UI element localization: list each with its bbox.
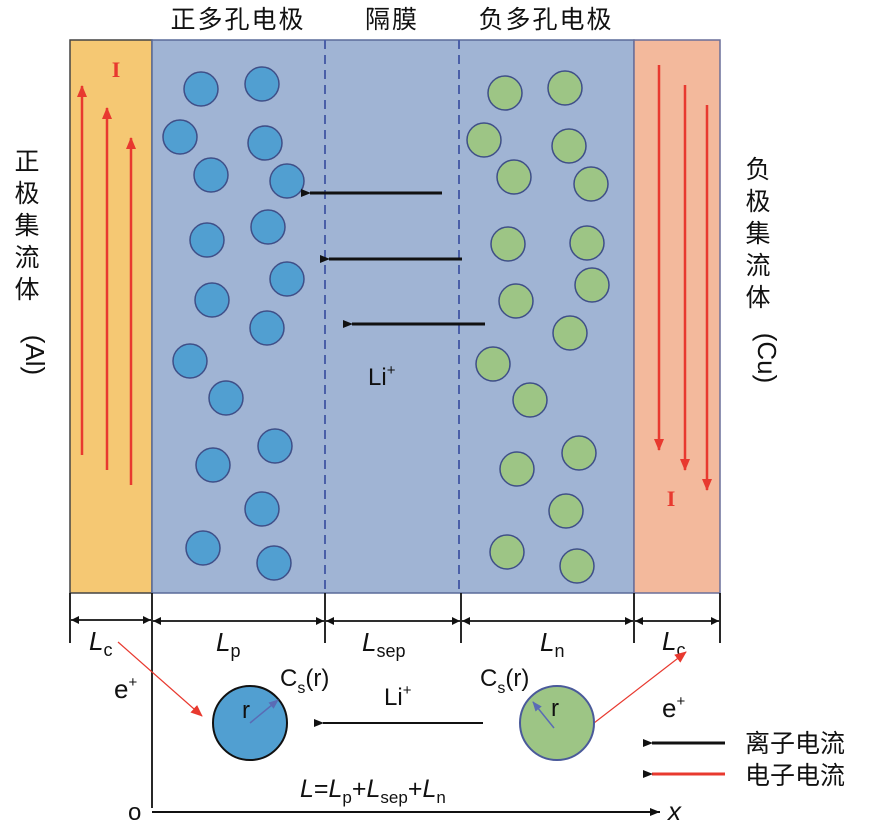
dim-lp: Lp [216,627,240,661]
cathode-particle [244,491,280,527]
negative-collector-cu [633,39,721,594]
cathode-particle [193,157,229,193]
anode-particle [559,548,595,584]
svg-text:负极集流体: 负极集流体 [745,155,770,312]
label-separator: 隔膜 [365,5,419,34]
cathode-particle [269,261,305,297]
cathode-particle [185,530,221,566]
anode-radius-label: r [551,695,559,722]
cathode-particle [172,343,208,379]
cathode-concentration-label: Cs(r) [280,665,329,697]
anode-particle [548,493,584,529]
cathode-particle [257,428,293,464]
negative-current-arrows [654,65,712,491]
cathode-particle [208,380,244,416]
dim-lc-left: Lc [89,626,112,660]
label-positive-collector: 正极集流体 (Al) [14,147,50,375]
anode-particle [573,166,609,202]
electron-path-positive [117,641,203,717]
anode-particle [561,435,597,471]
anode-particle [490,226,526,262]
anode-particle [498,283,534,319]
label-negative-electrode: 负多孔电极 [478,5,613,34]
label-positive-electrode: 正多孔电极 [170,5,305,34]
li-ion-label-bottom: Li+ [384,682,412,711]
anode-particle [487,75,523,111]
cathode-particle [244,66,280,102]
anode-particle [466,122,502,158]
anode-particle [512,382,548,418]
cathode-radius-label: r [242,697,250,724]
cathode-particle [162,119,198,155]
anode-particle [552,315,588,351]
current-label-positive: I [112,57,121,82]
cathode-particle [249,310,285,346]
electron-label-positive: e+ [114,674,137,704]
cathode-particle [269,163,305,199]
label-negative-collector: 负极集流体 (Cu) [745,155,782,383]
x-axis-label: x [666,796,682,822]
anode-particle [569,225,605,261]
anode-concentration-label: Cs(r) [480,665,529,697]
electron-path-negative [593,651,687,724]
anode-radius-arrow [532,701,555,729]
anode-particle [496,159,532,195]
anode-particle [499,451,535,487]
dimension-lines [69,593,721,808]
current-label-negative: I [667,486,676,511]
cathode-particle [183,71,219,107]
legend: 离子电流 电子电流 [643,729,845,790]
svg-text:正极集流体: 正极集流体 [14,147,39,304]
li-ion-label: Li+ [368,362,396,391]
anode-particle [489,534,525,570]
dim-lsep: Lsep [362,627,406,661]
origin-label: o [128,799,141,822]
anode-particles [466,70,610,584]
svg-text:(Cu): (Cu) [752,333,782,384]
cathode-particle [189,222,225,258]
legend-electron-current-label: 电子电流 [745,761,845,790]
positive-collector-al [69,39,153,594]
ion-arrows [301,189,485,328]
anode-particle [475,346,511,382]
positive-current-arrows [77,85,136,485]
length-formula: L=Lp+Lsep+Ln [300,775,446,807]
svg-text:(Al): (Al) [20,335,50,375]
cathode-particle [256,545,292,581]
anode-particle [574,267,610,303]
legend-ion-current-label: 离子电流 [745,729,845,758]
electron-label-negative: e+ [662,693,685,723]
cathode-particles [162,66,305,581]
cathode-radius-arrow [249,699,279,724]
dim-lc-right: Lc [662,626,685,660]
cathode-particle [247,125,283,161]
dim-ln: Ln [540,627,564,661]
anode-particle [551,128,587,164]
cathode-particle [194,282,230,318]
anode-particle [547,70,583,106]
cathode-particle [250,209,286,245]
cathode-particle [195,447,231,483]
